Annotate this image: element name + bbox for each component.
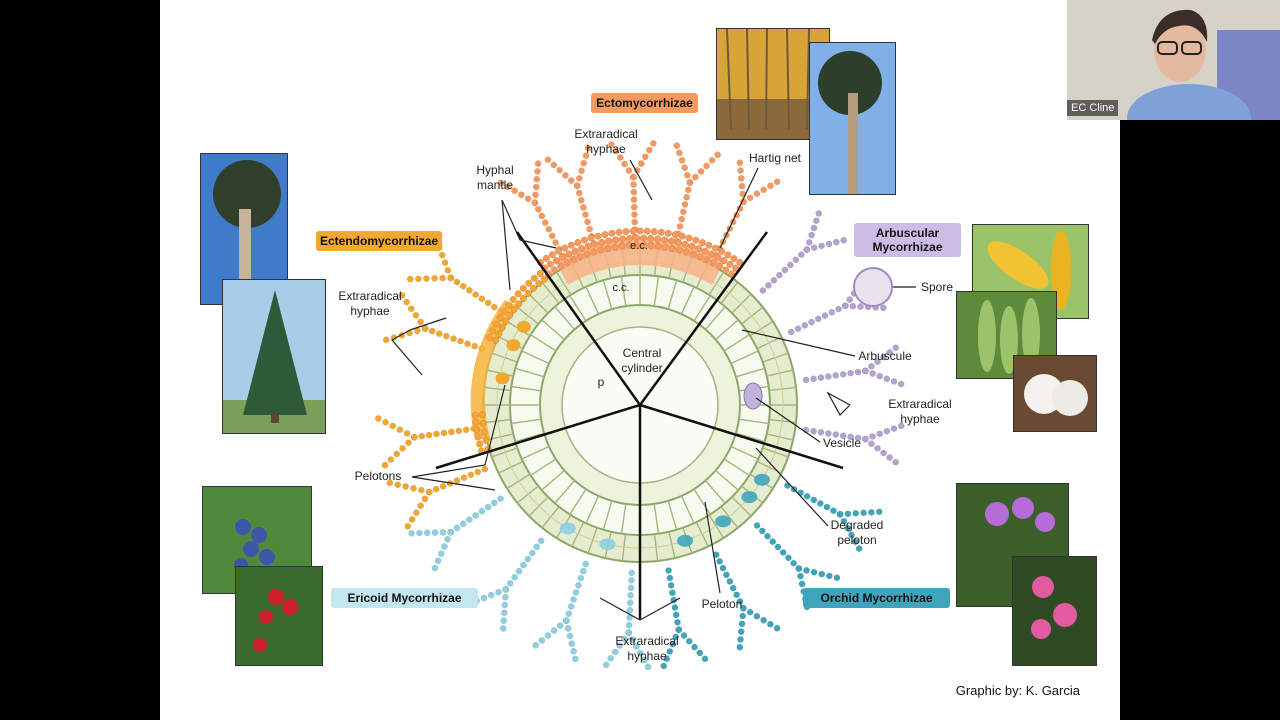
tag-orchid-mycorrhizae: Orchid Mycorrhizae (803, 588, 950, 608)
participant-name: EC Cline (1067, 100, 1119, 116)
label-extraradical-hyphae-top: Extraradical hyphae (574, 127, 638, 156)
photo-lingonberry (235, 566, 323, 666)
label-pelotons: Pelotons (354, 469, 402, 483)
label-extraradical-hyphae-right: Extraradical hyphae (888, 397, 952, 426)
photo-cotton (1013, 355, 1097, 432)
mantle-beads (471, 227, 770, 551)
label-hartig-net: Hartig net (748, 151, 802, 165)
label-peloton: Peloton (701, 597, 743, 611)
tag-ectendomycorrhizae: Ectendomycorrhizae (316, 231, 442, 251)
label-arbuscule: Arbuscule (858, 349, 912, 363)
spore-shape (853, 267, 893, 307)
slide: Ectomycorrhizae Ectendomycorrhizae Arbus… (160, 0, 1120, 720)
ectendo-mantle (470, 300, 518, 440)
label-ec: e.c. (630, 240, 648, 252)
label-extraradical-hyphae-bottom: Extraradical hyphae (615, 634, 679, 663)
photo-orchid-2 (1012, 556, 1097, 666)
tag-ectomycorrhizae: Ectomycorrhizae (591, 93, 698, 113)
photo-ecto-tree (809, 42, 896, 195)
sector-lines (435, 231, 844, 620)
pointer-lines (391, 159, 916, 621)
label-extraradical-hyphae-left: Extraradical hyphae (338, 289, 402, 318)
label-central-cylinder: Central cylinder (621, 346, 663, 375)
photo-ectendo-spruce (222, 279, 326, 434)
participant-video-feed (1067, 0, 1280, 120)
tag-arbuscular-mycorrhizae: Arbuscular Mycorrhizae (854, 223, 961, 257)
participant-video-tile[interactable]: EC Cline (1067, 0, 1280, 120)
label-p: p (597, 375, 605, 389)
graphic-credit: Graphic by: K. Garcia (955, 683, 1080, 698)
label-vesicle: Vesicle (822, 436, 862, 450)
mycorrhizae-diagram (374, 139, 916, 671)
label-degraded-peloton: Degraded peloton (830, 518, 884, 547)
tag-ericoid-mycorrhizae: Ericoid Mycorrhizae (331, 588, 478, 608)
vesicle-shape (743, 382, 763, 410)
label-hyphal-mantle: Hyphal mantle (476, 163, 514, 192)
label-spore: Spore (920, 280, 954, 294)
label-cc: c.c. (612, 282, 630, 294)
